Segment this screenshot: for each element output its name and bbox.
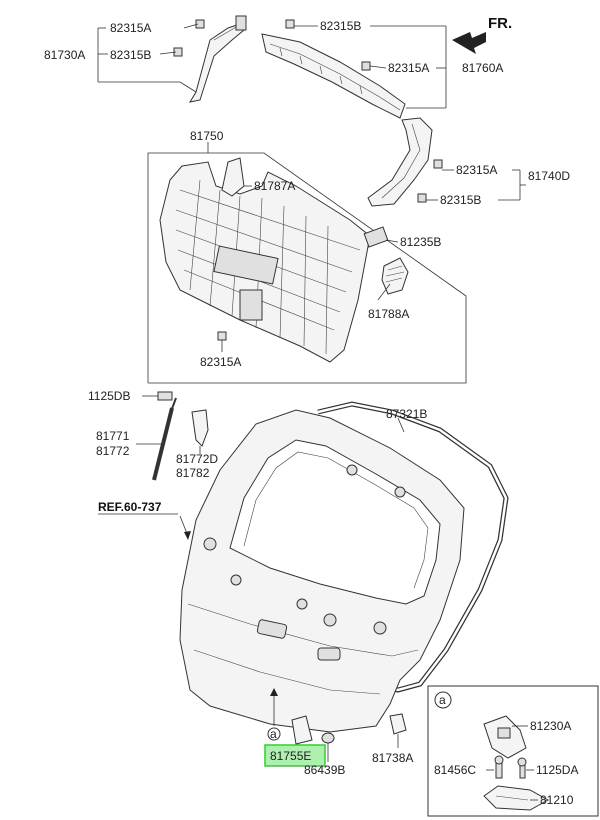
- front-direction-indicator: FR.: [452, 15, 512, 54]
- label-82315a-bottom: 82315A: [200, 355, 241, 369]
- label-81730a: 81730A: [44, 48, 85, 62]
- label-81782: 81782: [176, 466, 210, 480]
- label-81771: 81771: [96, 429, 130, 443]
- latch-detail-box: a: [427, 685, 599, 817]
- label-81772: 81772: [96, 444, 130, 458]
- label-81772d: 81772D: [176, 452, 218, 466]
- lower-trim-box: [147, 142, 467, 384]
- label-82315a-mid: 82315A: [388, 61, 429, 75]
- upper-trim-81760a: [261, 19, 406, 119]
- side-trim-left-81730a: [173, 15, 247, 103]
- side-trim-right-81740d: [367, 117, 443, 207]
- label-81760a: 81760A: [462, 61, 503, 75]
- bottom-parts: a: [264, 713, 407, 767]
- label-82315b-top: 82315B: [110, 48, 151, 62]
- label-81787a: 81787A: [254, 179, 295, 193]
- label-81230a: 81230A: [530, 719, 571, 733]
- label-81235b: 81235B: [400, 235, 441, 249]
- label-82315a-top: 82315A: [110, 21, 151, 35]
- label-81788a: 81788A: [368, 307, 409, 321]
- label-81456c: 81456C: [434, 763, 476, 777]
- label-1125da: 1125DA: [536, 763, 578, 777]
- callout-a-main: a: [270, 727, 277, 741]
- label-81755e: 81755E: [270, 749, 311, 763]
- callout-a-detail: a: [439, 693, 446, 707]
- highlight-81755e[interactable]: [264, 744, 326, 767]
- label-82315b-mid: 82315B: [320, 19, 361, 33]
- label-82315b-right: 82315B: [440, 193, 481, 207]
- part-labels: 82315A 81730A 82315B 82315B 82315A 81760…: [44, 19, 578, 807]
- label-1125db: 1125DB: [88, 389, 130, 403]
- label-reference: REF.60-737: [98, 500, 162, 514]
- label-86439b: 86439B: [304, 763, 345, 777]
- tailgate-panel: [98, 401, 509, 733]
- label-81740d: 81740D: [528, 169, 570, 183]
- label-81738a: 81738A: [372, 751, 413, 765]
- label-81210: 81210: [540, 793, 574, 807]
- gas-strut-assembly: [136, 391, 209, 481]
- label-81750: 81750: [190, 129, 224, 143]
- leader-lines-top: [97, 23, 526, 201]
- label-87321b: 87321B: [386, 407, 427, 421]
- label-82315a-right: 82315A: [456, 163, 497, 177]
- front-label: FR.: [488, 15, 512, 32]
